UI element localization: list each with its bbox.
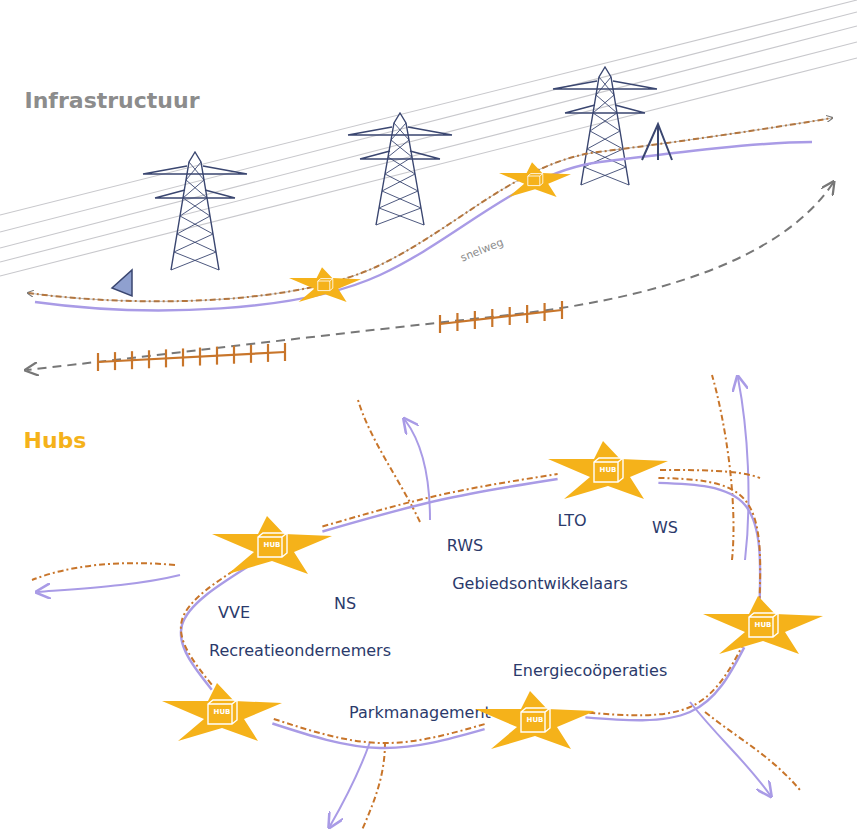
stakeholder-label: Energiecoöperaties bbox=[513, 661, 668, 680]
loop-branches bbox=[32, 375, 800, 830]
hub-star: HUB bbox=[703, 594, 823, 656]
pylons bbox=[143, 67, 657, 270]
highway bbox=[35, 142, 812, 310]
pylon bbox=[143, 152, 247, 270]
hub-label: HUB bbox=[600, 467, 617, 474]
stakeholder-label: WS bbox=[652, 518, 678, 537]
hub-star: HUB bbox=[475, 689, 595, 751]
hub-icon bbox=[499, 162, 571, 197]
stakeholder-label: RWS bbox=[447, 536, 483, 555]
road-label: snelweg bbox=[459, 235, 506, 264]
hub-label: HUB bbox=[214, 709, 231, 716]
power-lines bbox=[0, 0, 857, 276]
loop-connector bbox=[658, 478, 760, 603]
highway-arrows bbox=[28, 118, 832, 301]
stakeholder-label: Gebiedsontwikkelaars bbox=[452, 574, 628, 593]
stakeholder-label: Parkmanagement bbox=[349, 703, 491, 722]
hub-label: HUB bbox=[755, 622, 772, 629]
pylon bbox=[553, 67, 657, 185]
hub-star: HUB bbox=[212, 514, 332, 576]
hub-label: HUB bbox=[527, 717, 544, 724]
loop-connector bbox=[272, 718, 484, 748]
pylon bbox=[348, 113, 452, 225]
hub-label: HUB bbox=[264, 542, 281, 549]
hub-star: HUB bbox=[162, 681, 282, 743]
railway-line bbox=[27, 183, 833, 370]
stakeholder-label: Recreatieondernemers bbox=[209, 641, 391, 660]
tripod-symbol bbox=[642, 124, 672, 160]
stakeholder-label: VVE bbox=[218, 603, 250, 622]
loop-connector bbox=[181, 562, 247, 689]
stakeholder-label: LTO bbox=[557, 511, 586, 530]
section-heading: Hubs bbox=[24, 428, 87, 453]
loop-connector bbox=[585, 642, 744, 720]
hub-icon bbox=[289, 267, 361, 302]
highway-hubs bbox=[289, 162, 571, 302]
wind-symbol bbox=[112, 270, 132, 296]
highway-dotted bbox=[28, 118, 832, 301]
hub-star: HUB bbox=[548, 439, 668, 501]
section-heading: Infrastructuur bbox=[25, 88, 200, 113]
loop-connector bbox=[322, 474, 557, 532]
stakeholder-label: NS bbox=[334, 594, 356, 613]
